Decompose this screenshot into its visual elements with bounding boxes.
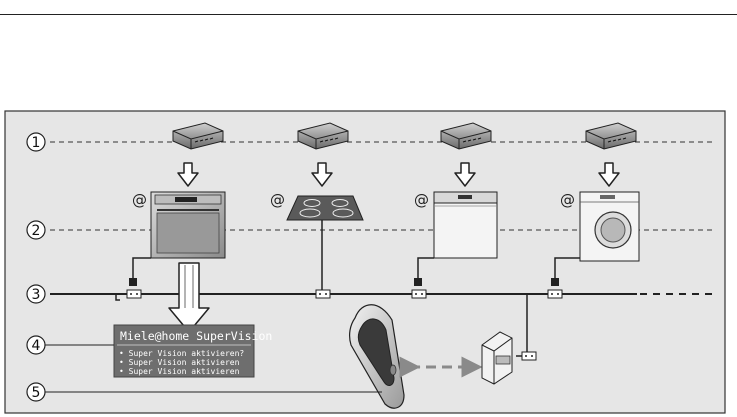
socket-icon: [126, 289, 142, 299]
supervision-item: • Super Vision aktivieren: [119, 367, 240, 376]
callout-number: 2: [32, 223, 41, 239]
callout-3: 3: [26, 284, 46, 304]
callout-number: 3: [32, 287, 41, 303]
callout-2: 2: [26, 220, 46, 240]
supervision-item: • Super Vision aktivieren?: [119, 349, 244, 358]
supervision-display-screen: [113, 324, 255, 378]
supervision-data-arrow: [168, 262, 210, 333]
plug-icons: [129, 278, 559, 286]
at-icon: @: [132, 191, 147, 209]
washing-machine-appliance: [579, 191, 640, 262]
callout-number: 5: [32, 385, 41, 401]
socket-dots: [130, 293, 559, 357]
power-line-end-terminal: [115, 294, 120, 301]
remote-tablet-device: [349, 304, 405, 409]
plug-icon: [414, 278, 422, 286]
communication-module-1: [172, 122, 224, 150]
callout-1: 1: [26, 132, 46, 152]
communication-module-4: [585, 122, 637, 150]
at-icon: @: [560, 191, 575, 209]
supervision-item: • Super Vision aktivieren: [119, 358, 240, 367]
oven-appliance: [150, 191, 226, 259]
communication-module-2: [297, 122, 349, 150]
socket-icon: [411, 289, 427, 299]
down-arrow-icon: [454, 162, 476, 187]
down-arrow-icon: [598, 162, 620, 187]
down-arrow-icon: [311, 162, 333, 187]
down-arrow-icon: [177, 162, 199, 187]
plug-icon: [129, 278, 137, 286]
callout-4: 4: [26, 335, 114, 355]
top-rule: [0, 14, 737, 15]
supervision-display: Miele@home SuperVision • Super Vision ak…: [113, 324, 272, 378]
at-icon: @: [414, 191, 429, 209]
at-icon: @: [270, 191, 285, 209]
socket-icon: [521, 351, 537, 361]
hob-appliance: [286, 195, 364, 221]
callout-5: 5: [26, 382, 382, 402]
gateway-device: [481, 331, 513, 385]
module-arrows: [177, 162, 620, 187]
communication-module-3: [440, 122, 492, 150]
supervision-data-arrow-inner: [184, 265, 194, 308]
appliance-connections: [132, 220, 580, 291]
plug-icon: [551, 278, 559, 286]
callout-number: 1: [32, 135, 41, 151]
socket-icon: [547, 289, 563, 299]
supervision-title: Miele@home SuperVision: [120, 329, 272, 343]
callout-number: 4: [32, 338, 41, 354]
socket-icon: [315, 289, 331, 299]
dishwasher-appliance: [433, 191, 498, 259]
